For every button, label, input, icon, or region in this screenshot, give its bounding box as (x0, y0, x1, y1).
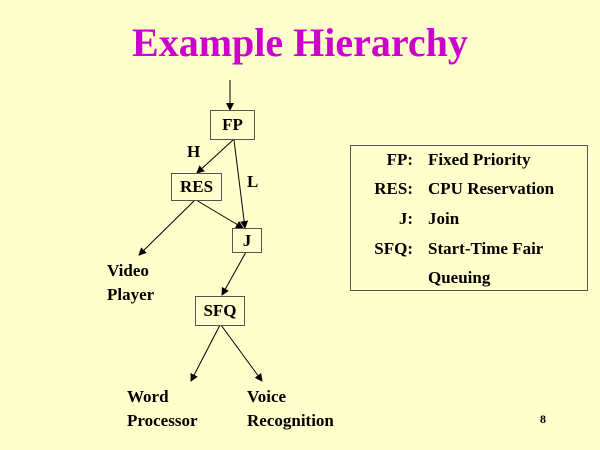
legend-key: RES: (374, 179, 413, 198)
edge-label-high: H (187, 142, 201, 161)
leaf-line: Voice (247, 387, 287, 406)
legend-value: Fixed Priority (428, 150, 531, 169)
leaf-line: Player (107, 285, 155, 304)
node-res: RES (171, 173, 222, 201)
legend-value: CPU Reservation (428, 179, 555, 198)
page-number: 8 (540, 412, 546, 426)
edge-label-low: L (247, 172, 259, 191)
node-j: J (232, 228, 262, 253)
edge-j-sfq (221, 251, 247, 296)
leaf-word-processor: Word Processor (127, 385, 198, 433)
legend-key: SFQ: (374, 239, 413, 258)
leaf-video-player: Video Player (107, 259, 154, 307)
leaf-line: Recognition (247, 411, 334, 430)
edge-fp-res (196, 139, 234, 174)
node-fp: FP (210, 110, 255, 140)
edge-sfq-voice (220, 324, 263, 382)
slide-title: Example Hierarchy (132, 20, 468, 65)
edge-sfq-word (190, 324, 221, 382)
edge-res-j (195, 199, 244, 229)
edge-fp-j (233, 139, 249, 229)
legend-key: J: (398, 209, 413, 228)
node-sfq: SFQ (195, 296, 245, 326)
leaf-line: Processor (127, 411, 198, 430)
legend-value: Queuing (428, 268, 491, 287)
leaf-voice-recognition: Voice Recognition (247, 385, 334, 433)
legend-value: Join (428, 209, 460, 228)
legend-value: Start-Time Fair (428, 239, 544, 258)
edge-res-video (138, 199, 196, 256)
leaf-line: Word (127, 387, 169, 406)
legend-key: FP: (386, 150, 413, 169)
leaf-line: Video (107, 261, 149, 280)
legend-box: FP: Fixed Priority RES: CPU Reservation … (350, 145, 588, 291)
